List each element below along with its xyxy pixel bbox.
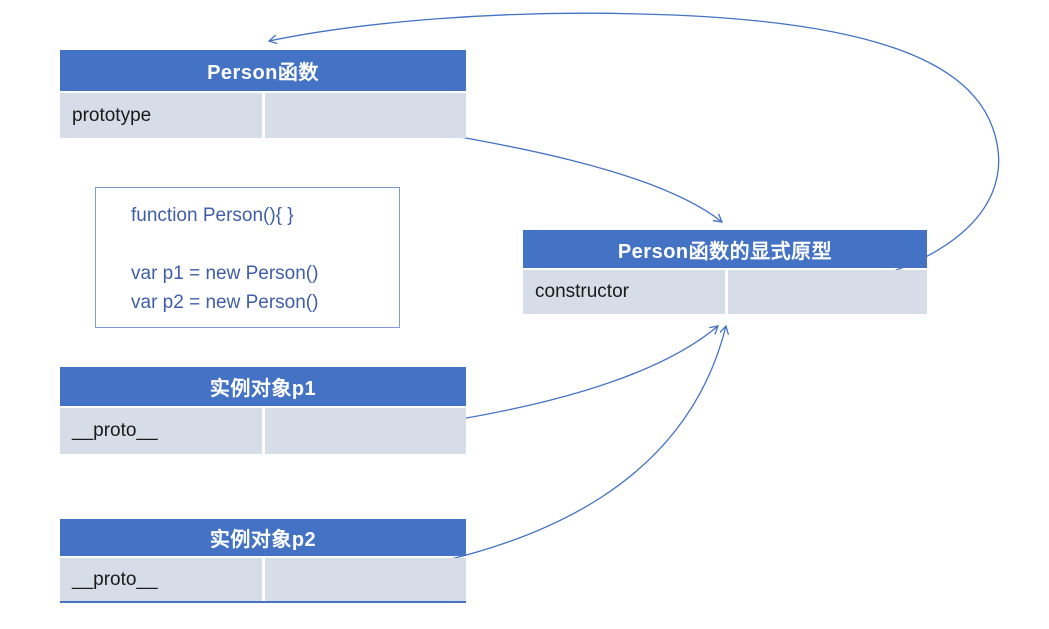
code-line-3: var p1 = new Person(): [131, 263, 319, 284]
p2-proto-row: __proto__: [60, 558, 466, 603]
instance-p1-table-title: 实例对象p1: [60, 367, 466, 406]
constructor-value-cell: [728, 270, 927, 314]
constructor-key-cell: constructor: [523, 270, 725, 314]
person-fn-prototype-key-cell: prototype: [60, 93, 262, 138]
person-explicit-prototype-table: Person函数的显式原型 constructor: [523, 230, 927, 314]
code-line-4: var p2 = new Person(): [131, 292, 319, 313]
p2-proto-key-cell: __proto__: [60, 558, 262, 601]
person-fn-table: Person函数 prototype: [60, 50, 466, 138]
code-line-1: function Person(){ }: [131, 205, 294, 226]
person-fn-prototype-value-cell: [265, 93, 466, 138]
instance-p2-table: 实例对象p2 __proto__: [60, 519, 466, 603]
code-line-2: [131, 230, 399, 259]
code-box: function Person(){ } var p1 = new Person…: [95, 187, 400, 328]
person-fn-prototype-row: prototype: [60, 93, 466, 138]
instance-p2-table-title: 实例对象p2: [60, 519, 466, 556]
person-explicit-prototype-table-title: Person函数的显式原型: [523, 230, 927, 268]
p2-proto-value-cell: [265, 558, 466, 601]
instance-p1-table: 实例对象p1 __proto__: [60, 367, 466, 454]
p1-proto-key-cell: __proto__: [60, 408, 262, 454]
p1-proto-row: __proto__: [60, 408, 466, 454]
person-fn-table-title: Person函数: [60, 50, 466, 91]
constructor-row: constructor: [523, 270, 927, 314]
p1-proto-value-cell: [265, 408, 466, 454]
